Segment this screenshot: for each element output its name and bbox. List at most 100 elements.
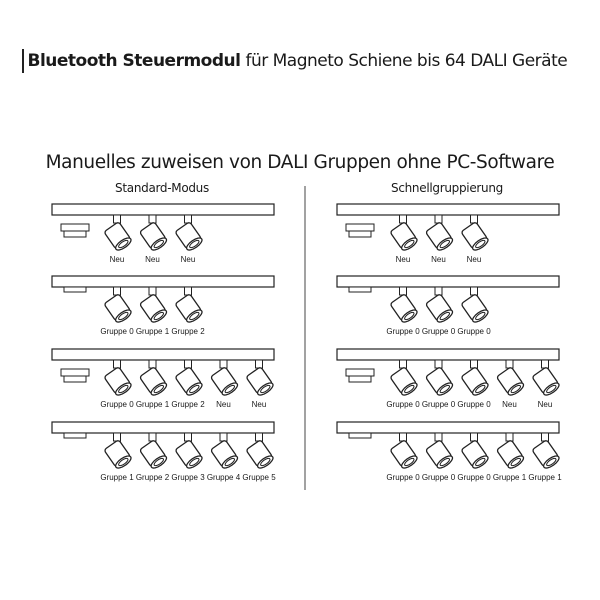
spotlight-adapter [219,359,228,369]
spotlight-adapter [470,286,478,296]
spotlight-head [496,367,525,396]
control-module-body [63,286,87,293]
spotlight-head [461,222,489,251]
spotlight-lens [118,457,129,467]
spotlight-head [104,222,132,251]
spotlight-icon [461,214,489,251]
track-rail [51,348,275,361]
spotlight-icon [425,214,454,251]
spotlight-lens [118,239,129,249]
spotlight-adapter [470,359,478,369]
group-label: Gruppe 1 [136,400,170,409]
control-module-body [348,375,372,383]
spotlight-adapter [113,359,121,369]
spotlight-lens [475,457,486,467]
spotlight-lens [475,239,486,249]
group-label: Neu [110,255,125,264]
spotlight-icon [496,359,525,396]
spotlight-lens [189,384,200,394]
control-module-body [348,230,372,238]
spotlight-adapter [113,432,121,442]
spotlight-head [461,367,489,396]
spotlight-icon [425,359,454,396]
track-rail [336,275,560,288]
group-label: Gruppe 2 [171,327,205,336]
spotlight-adapter [399,359,407,369]
spotlight-icon [175,214,203,251]
control-module-body [63,432,87,439]
spotlight-icon [210,359,239,396]
spotlight-adapter [148,214,157,224]
spotlight-lens [189,457,200,467]
spotlight-lens [153,457,164,467]
spotlight-head [532,440,560,469]
spotlight-icon [461,359,489,396]
spotlight-head [104,367,132,396]
group-label: Gruppe 3 [171,473,205,482]
spotlight-adapter [434,286,443,296]
control-module-top [60,368,90,377]
spotlight-head [175,440,203,469]
group-label: Neu [431,255,446,264]
group-label: Gruppe 1 [528,473,562,482]
spotlight-lens [439,457,450,467]
spotlight-head [104,294,132,323]
spotlight-lens [510,457,521,467]
spotlight-icon [461,286,489,323]
spotlight-head [175,222,203,251]
group-label: Gruppe 0 [386,400,420,409]
spotlight-lens [153,311,164,321]
spotlight-adapter [399,432,407,442]
track-rail [51,203,275,216]
spotlight-adapter [184,359,192,369]
control-module-body [348,286,372,293]
spotlight-head [425,367,454,396]
group-label: Gruppe 0 [422,400,456,409]
spotlight-lens [404,311,415,321]
group-label: Gruppe 0 [422,473,456,482]
spotlight-icon [139,214,168,251]
spotlight-adapter [148,286,157,296]
spotlight-adapter [113,214,121,224]
group-label: Gruppe 1 [136,327,170,336]
spotlight-adapter [541,359,549,369]
group-label: Gruppe 0 [386,327,420,336]
spotlight-icon [104,214,132,251]
track-rail [336,348,560,361]
spotlight-head [390,294,418,323]
spotlight-head [139,440,168,469]
track-rail [51,275,275,288]
spotlight-head [532,367,560,396]
spotlight-lens [118,311,129,321]
spotlight-head [496,440,525,469]
group-label: Neu [396,255,411,264]
spotlight-lens [475,384,486,394]
spotlight-icon [139,432,168,469]
spotlight-icon [175,286,203,323]
control-module-body [348,432,372,439]
spotlight-lens [439,311,450,321]
spotlight-lens [260,384,271,394]
spotlight-head [246,367,274,396]
spotlight-head [425,294,454,323]
spotlight-icon [175,359,203,396]
spotlight-head [425,222,454,251]
group-label: Neu [467,255,482,264]
spotlight-head [139,294,168,323]
spotlight-adapter [541,432,549,442]
spotlight-lens [404,384,415,394]
header-accent-bar [22,49,24,73]
spotlight-adapter [148,432,157,442]
spotlight-icon [425,286,454,323]
spotlight-adapter [470,214,478,224]
group-label: Gruppe 5 [242,473,276,482]
spotlight-adapter [505,359,514,369]
spotlight-head [139,367,168,396]
spotlight-icon [246,359,274,396]
spotlight-lens [404,457,415,467]
spotlight-adapter [399,214,407,224]
